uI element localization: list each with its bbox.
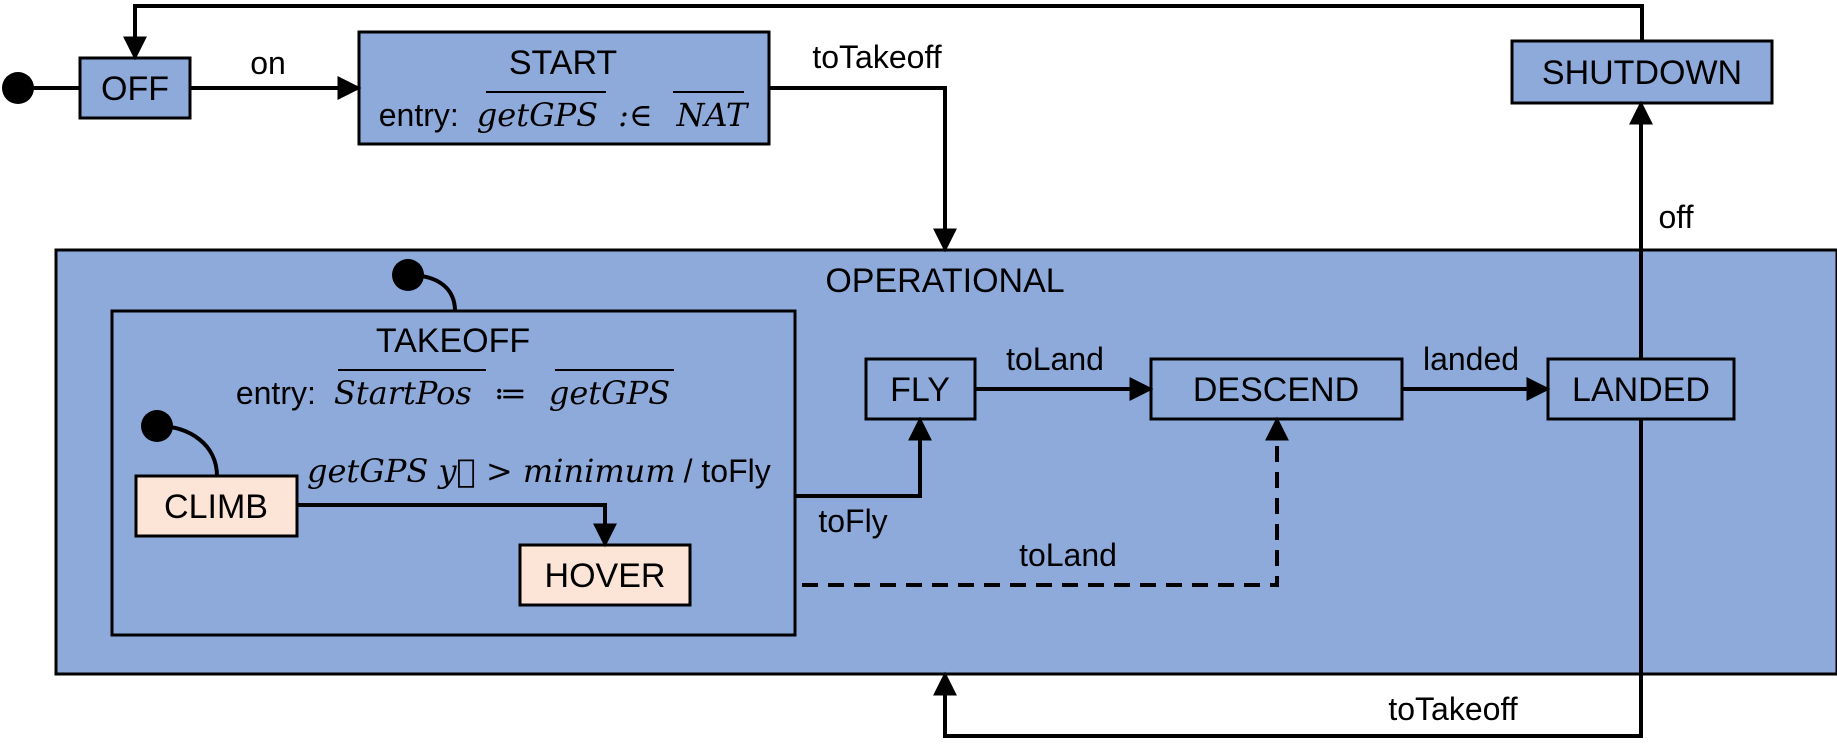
takeoff-label: TAKEOFF [376, 322, 530, 360]
start-entry: entry: getGPS :∈ NAT [379, 96, 750, 134]
off-label: OFF [101, 70, 169, 108]
transition-to-land-bottom-label: toLand [1019, 537, 1117, 573]
transition-guard: getGPS y⃗ > minimum / toFly [307, 452, 771, 490]
transition-climb-to-hover [297, 503, 617, 548]
transition-on-label: on [250, 45, 286, 81]
transition-landed-label: landed [1423, 341, 1519, 377]
start-label: START [509, 44, 617, 82]
takeoff-entry: entry: StartPos ≔ getGPS [236, 374, 670, 412]
transition-off-label: off [1659, 199, 1694, 235]
transition-takeoff-to-descend-dashed [802, 416, 1289, 587]
fly-state [864, 357, 977, 421]
transition-to-takeoff-top-label: toTakeoff [812, 39, 941, 75]
transition-start-to-operational [769, 86, 957, 253]
transition-to-takeoff-bottom-label: toTakeoff [1388, 691, 1517, 727]
shutdown-label: SHUTDOWN [1542, 54, 1742, 92]
initial-edge-climb [156, 424, 219, 477]
landed-label: LANDED [1572, 371, 1710, 409]
transition-takeoff-to-fly [795, 416, 932, 498]
operational-label: OPERATIONAL [825, 262, 1064, 300]
initial-edge-takeoff [407, 273, 457, 312]
transition-to-land-top-label: toLand [1006, 341, 1104, 377]
descend-state [1149, 357, 1404, 421]
fly-label: FLY [890, 371, 950, 409]
hover-label: HOVER [545, 557, 666, 595]
transition-shutdown-to-off [123, 4, 1644, 61]
climb-label: CLIMB [164, 488, 268, 526]
descend-label: DESCEND [1193, 371, 1359, 409]
transition-to-fly-label: toFly [818, 503, 887, 539]
transition-landed-to-operational [933, 419, 1643, 738]
